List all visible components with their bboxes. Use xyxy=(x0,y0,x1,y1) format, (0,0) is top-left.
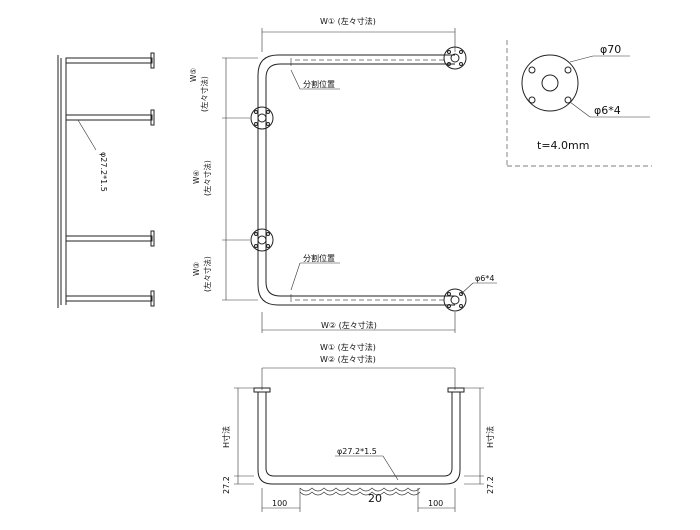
front-pipe-inner xyxy=(265,63,455,297)
side-tube-bottom xyxy=(65,295,153,302)
bv-pipe-outer xyxy=(257,392,461,485)
bv-v-left: 27.2 xyxy=(222,476,231,494)
side-view: φ27.2*1.5 xyxy=(57,52,155,308)
bv-pipe-inner xyxy=(265,392,453,477)
bottom-view-dim-2: W② (左々寸法) xyxy=(320,354,376,364)
bv-dim-left: 100 xyxy=(272,499,287,508)
flange-bottom-right xyxy=(443,288,467,312)
flange-left-lower xyxy=(250,228,274,252)
bv-h-left: H寸法 xyxy=(221,426,231,448)
front-pipe-outer xyxy=(257,54,455,306)
bottom-view: W① (左々寸法) W② (左々寸法) H寸法 27.2 H寸法 27.2 φ2… xyxy=(221,342,495,512)
bv-break-wave-2 xyxy=(299,491,421,496)
detail-hole-label: φ6*4 xyxy=(594,104,621,117)
flange-top-right xyxy=(443,46,467,70)
left-dim-4-label: W④ xyxy=(192,170,201,184)
flange-left-upper xyxy=(250,106,274,130)
side-flange-bottom xyxy=(150,290,155,307)
side-flange-top xyxy=(150,52,155,69)
hole-leader xyxy=(460,282,474,295)
left-dim-5-sub: (左々寸法) xyxy=(199,76,209,112)
bv-flange-right xyxy=(447,387,465,393)
split-leader-top xyxy=(290,69,301,90)
split-label-top: 分割位置 xyxy=(303,79,335,89)
detail-hole-4 xyxy=(564,96,572,104)
split-leader-bottom xyxy=(290,262,301,291)
detail-hole-1 xyxy=(528,66,536,74)
side-tube-2 xyxy=(65,114,153,121)
detail-thickness-label: t=4.0mm xyxy=(537,139,589,152)
left-dim-4-sub: (左々寸法) xyxy=(202,160,212,196)
side-tube-top xyxy=(65,57,153,64)
bottom-view-dim-1: W① (左々寸法) xyxy=(320,342,376,352)
hole-label: φ6*4 xyxy=(475,274,494,283)
bv-dim-right: 100 xyxy=(428,499,443,508)
bv-flange-left xyxy=(253,387,271,393)
detail-hole-3 xyxy=(528,96,536,104)
bottom-dim-label: W② (左々寸法) xyxy=(321,320,377,330)
detail-dia-leader xyxy=(569,55,594,63)
detail-diameter-label: φ70 xyxy=(600,43,621,56)
side-flange-3 xyxy=(150,230,155,247)
bv-pipe-label: φ27.2*1.5 xyxy=(337,447,377,456)
bv-h-right: H寸法 xyxy=(485,426,495,448)
left-dim-3-label: W③ xyxy=(192,262,201,276)
bv-dim-mid: 20 xyxy=(368,492,382,505)
top-dim-label: W① (左々寸法) xyxy=(320,16,376,26)
side-pipe-label: φ27.2*1.5 xyxy=(99,152,108,192)
side-flange-2 xyxy=(150,109,155,126)
left-dim-5-label: W⑤ xyxy=(189,68,198,82)
bv-pipe-leader xyxy=(382,455,399,481)
side-tube-3 xyxy=(65,235,153,242)
detail-hole-leader xyxy=(569,101,591,118)
front-view: W① (左々寸法) xyxy=(189,16,497,333)
detail-flange-center xyxy=(541,74,559,92)
left-dim-3-sub: (左々寸法) xyxy=(202,256,212,292)
bv-break-wave-1 xyxy=(299,487,421,492)
detail-hole-2 xyxy=(564,66,572,74)
detail-flange-outer xyxy=(521,54,579,112)
side-pipe-leader xyxy=(77,119,97,151)
split-label-bottom: 分割位置 xyxy=(303,253,335,263)
bv-v-right: 27.2 xyxy=(486,476,495,494)
flange-detail: φ70 φ6*4 t=4.0mm xyxy=(506,40,652,167)
